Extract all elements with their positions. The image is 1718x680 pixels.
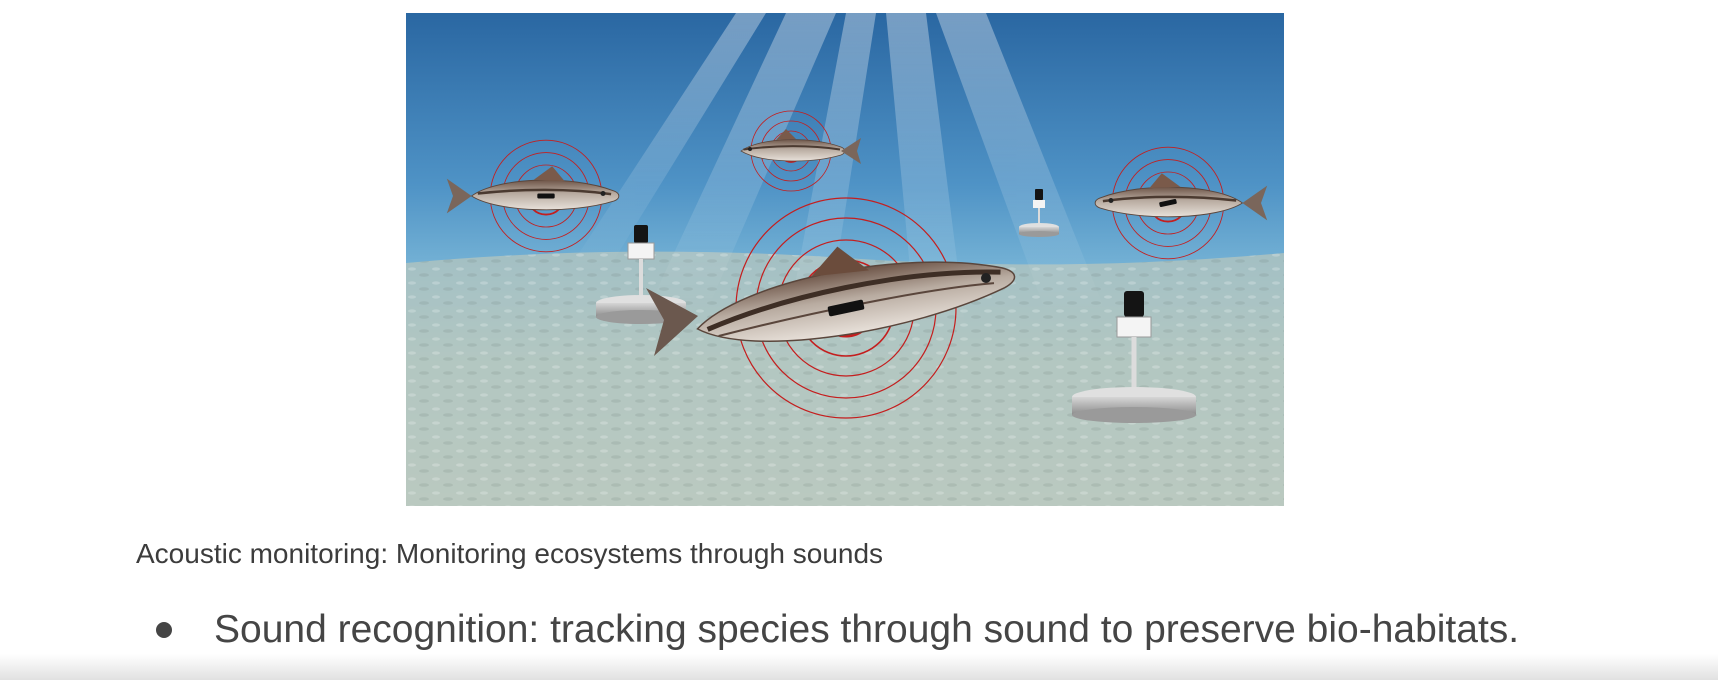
hydrophone-right xyxy=(1072,291,1196,423)
underwater-acoustic-illustration xyxy=(406,13,1284,506)
underwater-scene xyxy=(406,13,1284,506)
light-rays xyxy=(566,13,1106,333)
fish-center-large xyxy=(646,197,1016,419)
fish-top-left xyxy=(446,139,620,253)
fish-top-center xyxy=(740,110,861,192)
bullet-dot-icon xyxy=(156,622,172,638)
fish-right xyxy=(1094,146,1268,260)
bullet-item: Sound recognition: tracking species thro… xyxy=(156,608,1519,652)
bottom-shadow xyxy=(0,654,1718,680)
bullet-text: Sound recognition: tracking species thro… xyxy=(214,608,1520,651)
hydrophone-left xyxy=(596,225,686,324)
bullet-list: Sound recognition: tracking species thro… xyxy=(156,608,1519,652)
slide-caption: Acoustic monitoring: Monitoring ecosyste… xyxy=(136,538,884,569)
hydrophone-small xyxy=(1019,189,1059,237)
